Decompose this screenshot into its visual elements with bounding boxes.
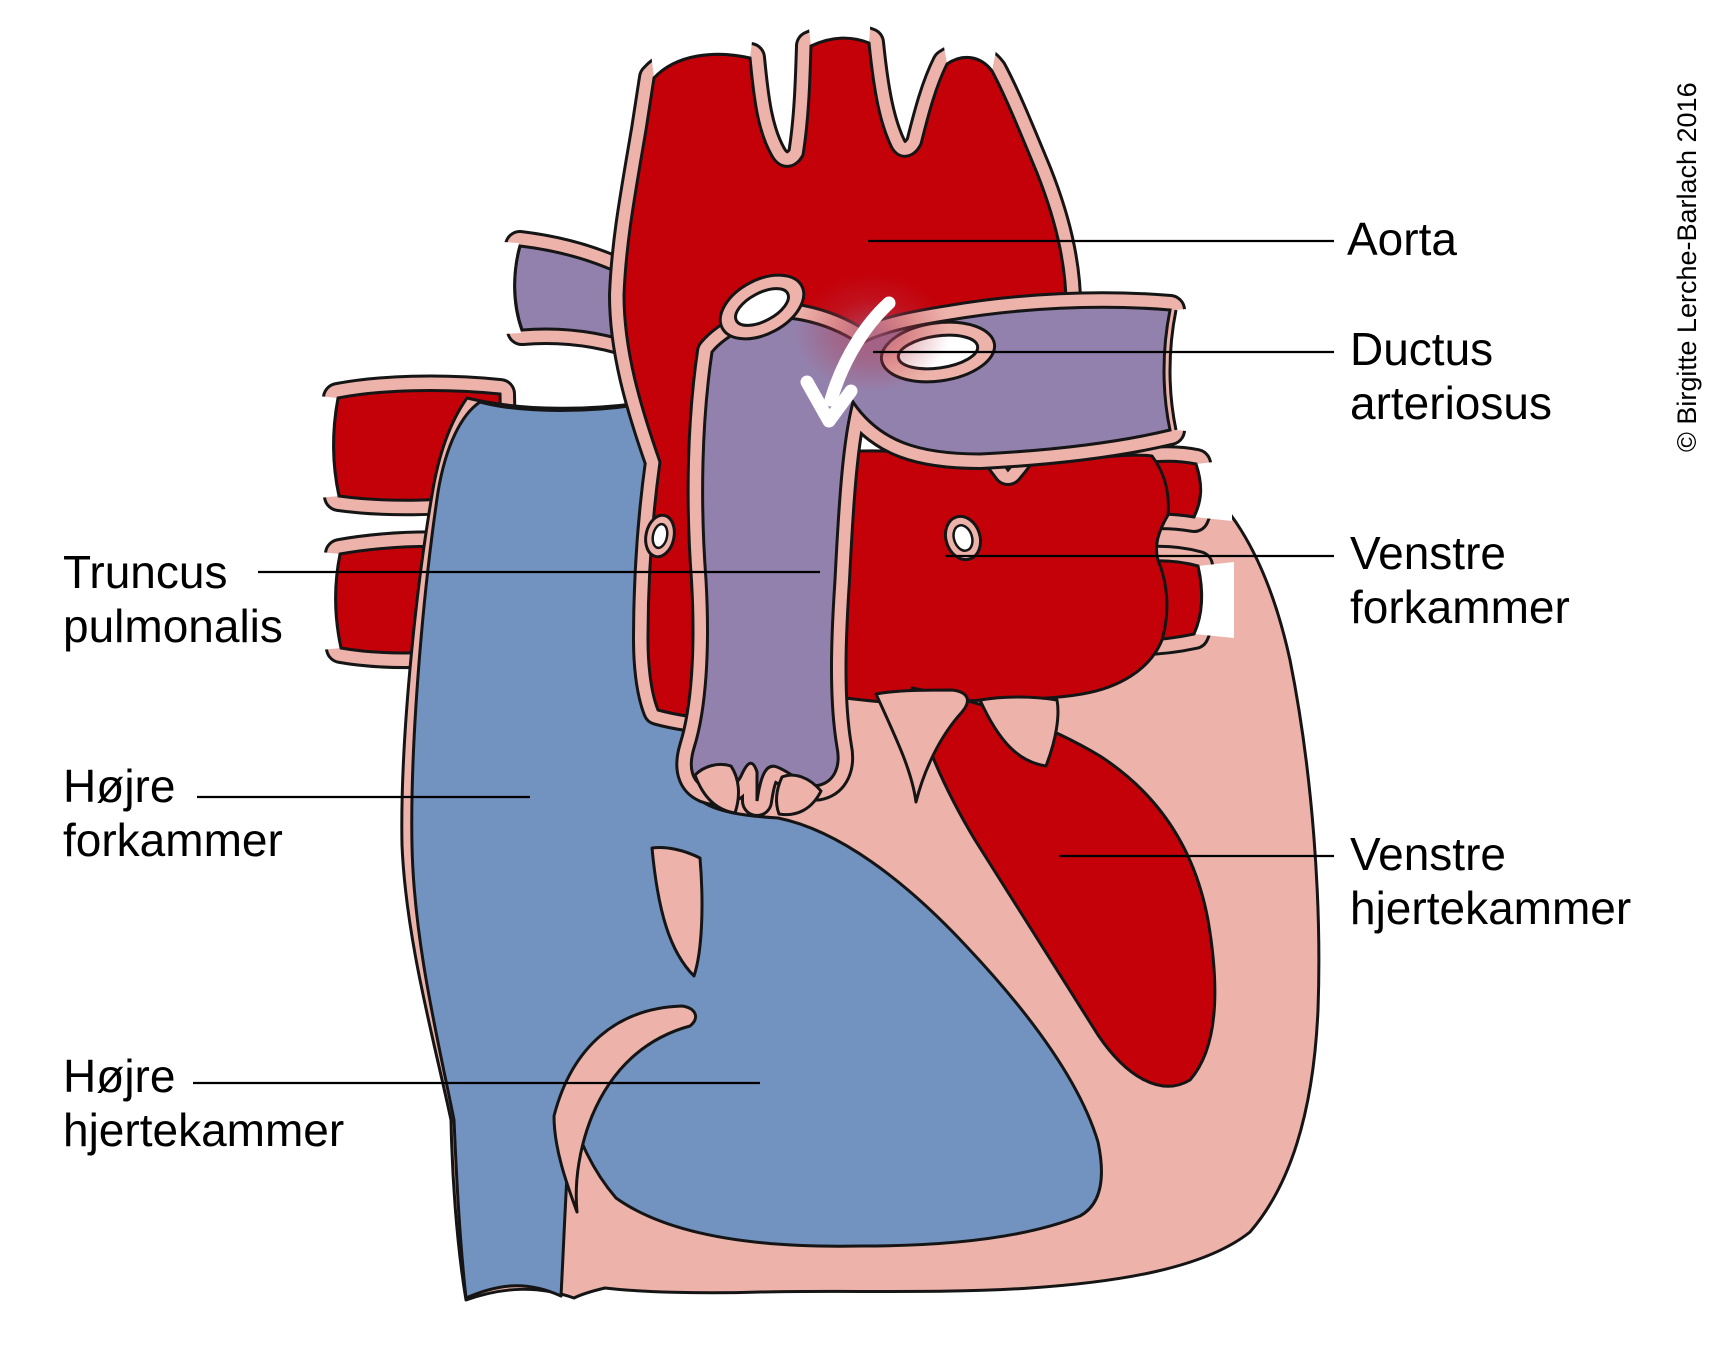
mitral-valve-flap-right [978,695,1060,768]
pulmonary-vein-ostium-oval [943,514,983,562]
tricuspid-valve-septal-flap [650,846,704,978]
label-aorta-line1: Aorta [1347,213,1457,265]
label-truncus-line2: pulmonalis [63,600,283,652]
label-venstre-forkammer-line1: Venstre [1350,527,1506,579]
label-hojre-forkammer-line1: Højre [63,760,176,812]
label-hojre-forkammer: Højre forkammer [63,759,283,867]
mitral-valve-flap-left [874,688,969,804]
label-hojre-hjertekammer: Højre hjertekammer [63,1049,344,1157]
pulmonary-valve-cusp-left [693,762,740,815]
label-truncus-line1: Truncus [63,546,228,598]
copyright-credit: © Birgitte Lerche-Barlach 2016 [1672,82,1702,452]
flow-arrow-icon [800,296,896,428]
label-hojre-hjertekammer-line2: hjertekammer [63,1104,345,1156]
label-aorta: Aorta [1347,212,1457,266]
pulmonary-valve-cusp-right [775,773,823,817]
ductus-mixing-blur [794,272,950,392]
label-venstre-forkammer: Venstre forkammer [1350,526,1570,634]
label-hojre-hjertekammer-line1: Højre [63,1050,176,1102]
pulmonary-vein-stubs-left [298,391,502,654]
label-venstre-hjertekammer-line2: hjertekammer [1350,882,1632,934]
label-hojre-forkammer-line2: forkammer [63,814,283,866]
left-pulmonary-artery [470,240,664,356]
label-ductus-line1: Ductus [1350,323,1494,375]
pulmonary-vein-stubs-right [1108,460,1234,640]
left-ventricle [910,686,1217,1088]
label-truncus-pulmonalis: Truncus pulmonalis [63,545,283,653]
aorta-vessel [624,0,1066,719]
label-ductus-line2: arteriosus [1350,377,1552,429]
ductus-opening-oval-left [718,273,806,341]
label-venstre-forkammer-line2: forkammer [1350,581,1570,633]
truncus-pulmonalis-vessel [691,306,1218,801]
tricuspid-valve-flap [552,1004,698,1214]
label-venstre-hjertekammer: Venstre hjertekammer [1350,827,1631,935]
label-ductus-arteriosus: Ductus arteriosus [1350,322,1552,430]
coronary-ostium-oval [644,513,676,559]
label-venstre-hjertekammer-line1: Venstre [1350,828,1506,880]
